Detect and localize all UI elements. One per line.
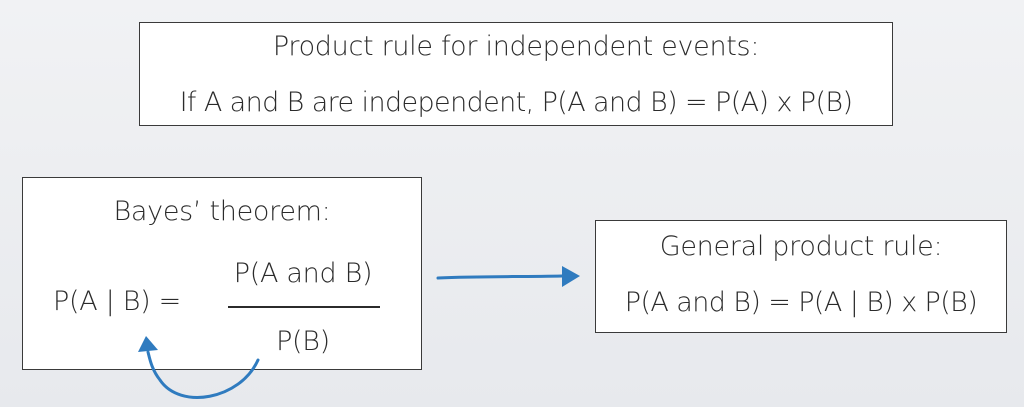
- bayes-theorem-box: Bayes’ theorem: P(A | B) = P(A and B) P(…: [22, 177, 422, 370]
- independent-product-rule-box: Product rule for independent events: If …: [139, 22, 893, 126]
- general-product-rule-title: General product rule:: [659, 231, 943, 262]
- bayes-formula-denominator: P(B): [276, 326, 330, 357]
- right-arrow-icon: [436, 266, 580, 287]
- bayes-formula-lhs: P(A | B) =: [53, 286, 181, 317]
- independent-product-rule-formula: If A and B are independent, P(A and B) =…: [179, 87, 853, 118]
- bayes-theorem-title: Bayes’ theorem:: [113, 196, 331, 227]
- independent-product-rule-title: Product rule for independent events:: [272, 31, 760, 62]
- fraction-bar: [228, 306, 380, 308]
- general-product-rule-box: General product rule: P(A and B) = P(A |…: [595, 220, 1007, 333]
- bayes-formula-numerator: P(A and B): [233, 258, 373, 289]
- general-product-rule-formula: P(A and B) = P(A | B) x P(B): [624, 287, 978, 318]
